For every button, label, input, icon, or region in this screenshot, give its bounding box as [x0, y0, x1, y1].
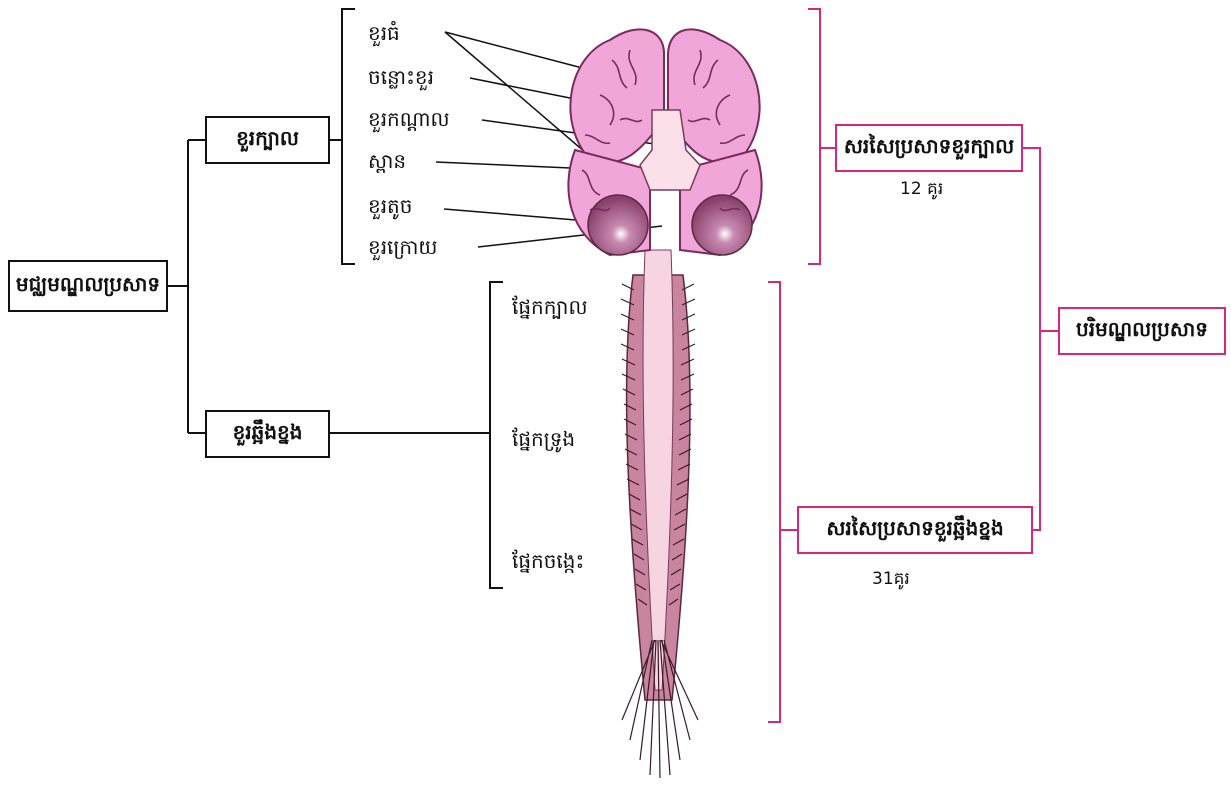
cranial-nerves-count: 12 គូរ — [900, 178, 943, 203]
spinal-part-label: ផ្នែកទ្រូង — [512, 426, 575, 452]
peripheral-nervous-system-box: បរិមណ្ឌលប្រសាទ — [1058, 307, 1226, 355]
central-nervous-system-box: មជ្ឈមណ្ឌលប្រសាទ — [8, 260, 168, 312]
spinal-cord-title: ខួរឆ្អឹងខ្នង — [233, 419, 303, 449]
brain-part-label: ខួរធំ — [368, 20, 400, 46]
spinal-nerves-title: សរសៃប្រសាទខួរឆ្អឹងខ្នង — [826, 515, 1003, 545]
cranial-nerves-box: សរសៃប្រសាទខួរក្បាល — [835, 124, 1023, 172]
brain-illustration — [568, 29, 761, 255]
central-tree-lines — [168, 9, 503, 588]
cranial-nerves-title: សរសៃប្រសាទខួរក្បាល — [844, 133, 1014, 163]
brain-part-label: ចន្លោះខួរ — [368, 64, 434, 90]
spinal-part-label: ផ្នែកចង្កេះ — [512, 548, 584, 574]
spinal-nerves-count: 31គូរ — [872, 568, 910, 593]
peripheral-title: បរិមណ្ឌលប្រសាទ — [1076, 316, 1208, 346]
brain-part-label: ខួរតូច — [368, 193, 412, 219]
brain-part-label: ខួរកណ្ដាល — [368, 106, 450, 132]
spinal-nerves-box: សរសៃប្រសាទខួរឆ្អឹងខ្នង — [797, 506, 1033, 554]
peripheral-tree-lines — [768, 9, 1058, 722]
central-title: មជ្ឈមណ្ឌលប្រសាទ — [16, 271, 160, 301]
spinal-cord-illustration — [621, 250, 698, 778]
brain-part-label: ស្ពាន — [368, 148, 406, 174]
brain-box: ខួរក្បាល — [205, 116, 330, 164]
brain-part-label: ខួរក្រោយ — [368, 234, 437, 260]
spinal-cord-box: ខួរឆ្អឹងខ្នង — [205, 410, 330, 458]
spinal-part-label: ផ្នែកក្បាល — [512, 294, 588, 320]
brain-title: ខួរក្បាល — [236, 125, 299, 155]
